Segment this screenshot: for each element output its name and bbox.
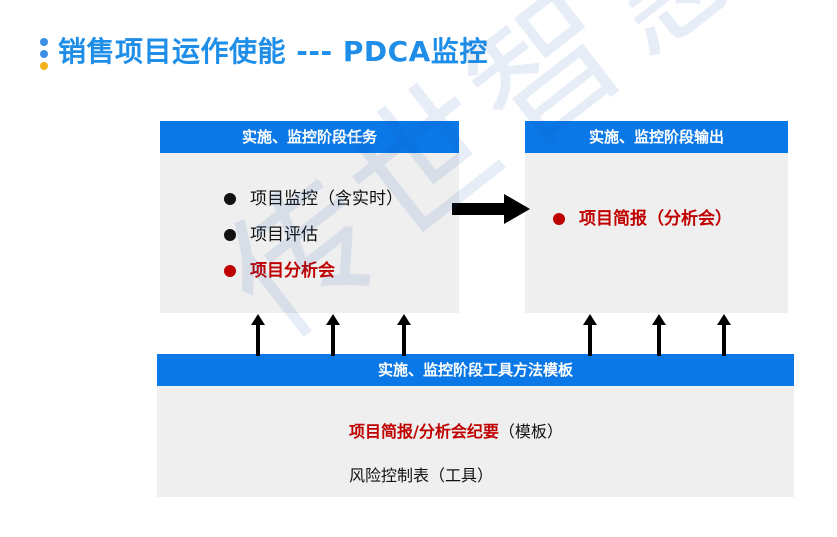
output-list: 项目简报（分析会） [553,201,732,237]
task-item: 项目分析会 [224,253,403,289]
bullet-dot-icon [224,265,236,277]
tool-line: 风险控制表（工具） [349,466,494,485]
tasks-panel-header: 实施、监控阶段任务 [160,121,459,153]
tools-panel-header: 实施、监控阶段工具方法模板 [157,354,794,386]
up-arrow-icon [326,314,340,356]
task-item: 项目评估 [224,217,403,253]
output-item: 项目简报（分析会） [553,201,732,237]
up-arrow-icon [397,314,411,356]
page-title: 销售项目运作使能 --- PDCA监控 [58,35,488,68]
task-item: 项目监控（含实时） [224,181,403,217]
bullet-dot-icon [224,193,236,205]
tasks-panel: 实施、监控阶段任务 项目监控（含实时） 项目评估 项目分析会 [160,121,459,313]
template-line: 项目简报/分析会纪要（模板） [349,422,563,441]
up-arrow-icon [717,314,731,356]
tasks-list: 项目监控（含实时） 项目评估 项目分析会 [224,181,403,289]
up-arrow-icon [251,314,265,356]
bullet-dot-icon [553,213,565,225]
title-bullet-icon [40,38,48,70]
up-arrow-icon [652,314,666,356]
tools-panel: 实施、监控阶段工具方法模板 项目简报/分析会纪要（模板） 风险控制表（工具） [157,354,794,497]
output-panel-header: 实施、监控阶段输出 [525,121,788,153]
up-arrow-icon [583,314,597,356]
output-panel: 实施、监控阶段输出 项目简报（分析会） [525,121,788,313]
right-arrow-icon [452,194,530,224]
bullet-dot-icon [224,229,236,241]
